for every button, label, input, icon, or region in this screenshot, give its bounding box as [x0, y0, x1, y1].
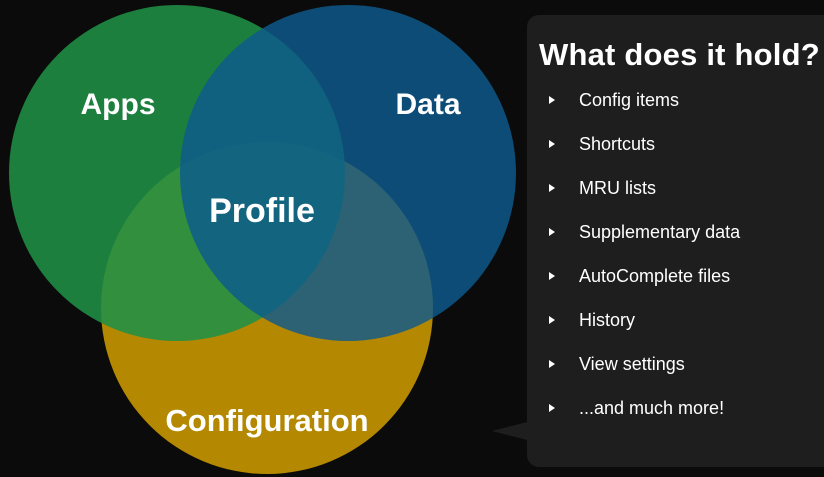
list-item-label: Shortcuts [579, 133, 656, 154]
list-item: Supplementary data [549, 215, 824, 259]
list-item: MRU lists [549, 171, 824, 215]
list-item-label: Supplementary data [579, 221, 741, 242]
holds-list: Config items Shortcuts MRU lists Supplem… [539, 83, 824, 435]
list-item: Shortcuts [549, 127, 824, 171]
list-item-label: View settings [579, 353, 685, 374]
list-item: ...and much more! [549, 391, 824, 435]
bullet-arrow-icon [549, 140, 555, 148]
circle-data [180, 5, 516, 341]
list-item: AutoComplete files [549, 259, 824, 303]
callout-pointer [492, 420, 535, 442]
bullet-arrow-icon [549, 404, 555, 412]
list-item: Config items [549, 83, 824, 127]
list-item: View settings [549, 347, 824, 391]
label-data: Data [395, 88, 460, 121]
bullet-arrow-icon [549, 184, 555, 192]
bullet-arrow-icon [549, 360, 555, 368]
list-item-label: History [579, 309, 636, 330]
list-item-label: ...and much more! [579, 397, 725, 418]
bullet-arrow-icon [549, 272, 555, 280]
label-profile: Profile [209, 192, 315, 230]
bullet-arrow-icon [549, 228, 555, 236]
list-item-label: Config items [579, 89, 680, 110]
bullet-arrow-icon [549, 316, 555, 324]
label-apps: Apps [81, 88, 156, 121]
callout-title: What does it hold? [539, 37, 820, 72]
label-configuration: Configuration [165, 403, 368, 438]
bullet-arrow-icon [549, 96, 555, 104]
list-item-label: AutoComplete files [579, 265, 731, 286]
list-item-label: MRU lists [579, 177, 656, 198]
list-item: History [549, 303, 824, 347]
callout-panel: What does it hold? Config items Shortcut… [527, 15, 824, 467]
